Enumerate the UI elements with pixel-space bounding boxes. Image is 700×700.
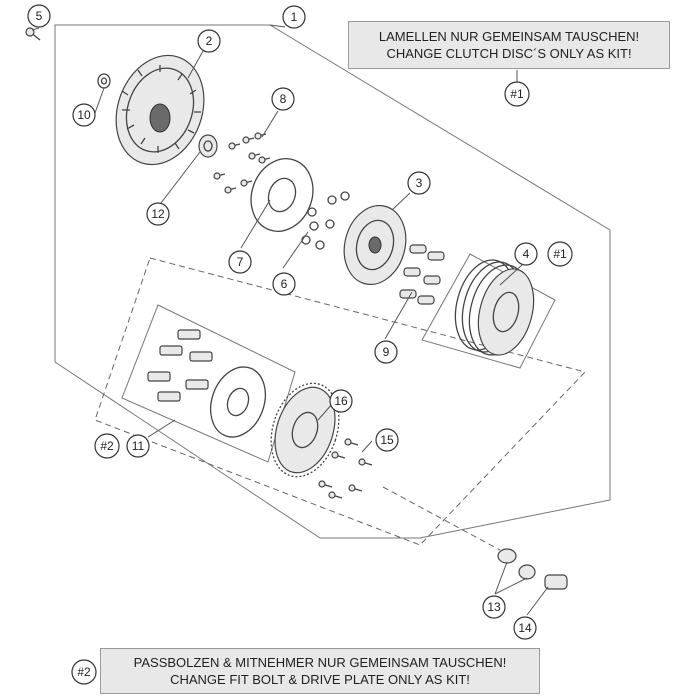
svg-text:4: 4	[523, 247, 530, 261]
clutch-basket	[115, 54, 205, 166]
kit-ref-1-part4: #1	[547, 241, 573, 267]
callout-16: 16	[329, 389, 353, 413]
svg-text:3: 3	[416, 176, 423, 190]
callout-7: 7	[228, 250, 252, 274]
svg-text:9: 9	[383, 345, 390, 359]
svg-text:1: 1	[291, 10, 298, 24]
callout-14: 14	[513, 616, 537, 640]
callout-8: 8	[271, 87, 295, 111]
note-bottom-line1: PASSBOLZEN & MITNEHMER NUR GEMEINSAM TAU…	[133, 655, 507, 670]
drive-plate-kit-box	[121, 304, 296, 463]
kit-ref-1-top: #1	[504, 81, 530, 107]
svg-text:14: 14	[518, 621, 532, 635]
washer-small	[97, 73, 111, 89]
screws-15	[318, 438, 373, 499]
callout-13: 13	[482, 595, 506, 619]
primary-gear	[270, 382, 340, 478]
svg-text:10: 10	[77, 108, 91, 122]
callout-2: 2	[197, 29, 221, 53]
note-clutch-discs-kit: LAMELLEN NUR GEMEINSAM TAUSCHEN! CHANGE …	[348, 21, 670, 69]
svg-text:13: 13	[487, 600, 501, 614]
callout-1: 1	[282, 5, 306, 29]
pressure-cap	[250, 158, 314, 232]
balls-6	[301, 191, 350, 250]
clutch-discs	[454, 259, 535, 356]
svg-text:#2: #2	[100, 439, 114, 453]
assembly-outline	[54, 24, 611, 539]
kit-ref-2-part11: #2	[94, 433, 120, 459]
note-fit-bolt-drive-plate-kit: PASSBOLZEN & MITNEHMER NUR GEMEINSAM TAU…	[100, 648, 540, 694]
svg-text:16: 16	[334, 394, 348, 408]
svg-text:#1: #1	[553, 247, 567, 261]
bushing-14	[544, 574, 568, 590]
callout-9: 9	[374, 340, 398, 364]
callout-12: 12	[146, 202, 170, 226]
dashed-region	[94, 257, 586, 546]
screws-8	[213, 132, 271, 194]
svg-text:7: 7	[237, 255, 244, 269]
svg-text:#2: #2	[77, 665, 91, 679]
callout-6: 6	[272, 272, 296, 296]
kit-ref-2-bottom: #2	[71, 659, 97, 685]
svg-text:2: 2	[206, 34, 213, 48]
callout-15: 15	[375, 428, 399, 452]
svg-text:5: 5	[36, 9, 43, 23]
svg-text:11: 11	[132, 439, 145, 453]
note-bottom-line2: CHANGE FIT BOLT & DRIVE PLATE ONLY AS KI…	[170, 672, 470, 687]
callout-11: 11	[126, 434, 150, 458]
note-top-line2: CHANGE CLUTCH DISC´S ONLY AS KIT!	[386, 46, 632, 61]
svg-text:12: 12	[151, 207, 165, 221]
inner-hub	[343, 204, 407, 286]
callout-10: 10	[72, 103, 96, 127]
thrust-washer	[198, 134, 218, 158]
svg-text:6: 6	[281, 277, 288, 291]
callout-5: 5	[27, 4, 51, 28]
svg-text:15: 15	[380, 433, 394, 447]
fit-bolts	[147, 329, 213, 402]
note-top-line1: LAMELLEN NUR GEMEINSAM TAUSCHEN!	[378, 29, 640, 44]
drive-plate	[209, 366, 267, 438]
axis-dashed-line	[382, 486, 501, 551]
callout-3: 3	[407, 171, 431, 195]
callout-4: 4	[514, 242, 538, 266]
svg-text:#1: #1	[510, 87, 524, 101]
svg-text:8: 8	[280, 92, 287, 106]
springs-9	[399, 244, 445, 305]
leader-lines	[31, 24, 549, 616]
bushings-13	[497, 548, 536, 580]
